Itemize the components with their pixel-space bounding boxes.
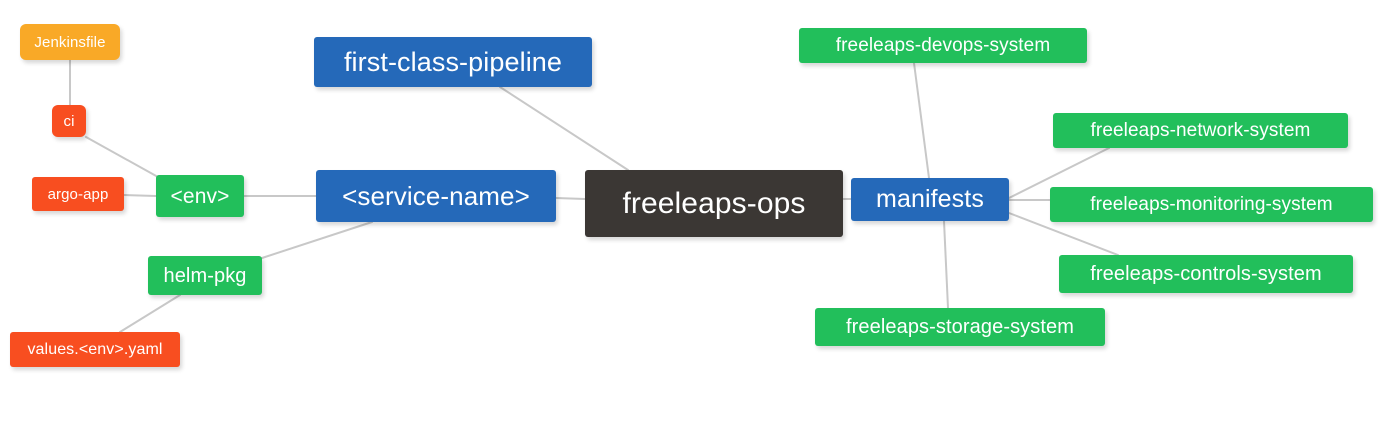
node-env[interactable]: <env> (156, 175, 244, 217)
node-freeleaps-ops[interactable]: freeleaps-ops (585, 170, 843, 237)
node-manifests[interactable]: manifests (851, 178, 1009, 221)
node-controls-system[interactable]: freeleaps-controls-system (1059, 255, 1353, 293)
node-devops-system[interactable]: freeleaps-devops-system (799, 28, 1087, 63)
node-jenkinsfile[interactable]: Jenkinsfile (20, 24, 120, 60)
node-helm-pkg[interactable]: helm-pkg (148, 256, 262, 295)
edge-helm-pkg-to-service-name (261, 221, 373, 259)
node-service-name[interactable]: <service-name> (316, 170, 556, 222)
node-monitoring-system[interactable]: freeleaps-monitoring-system (1050, 187, 1373, 222)
node-network-system[interactable]: freeleaps-network-system (1053, 113, 1348, 148)
edge-values-yaml-to-helm-pkg (119, 294, 181, 333)
edge-manifests-to-devops-system (913, 62, 930, 179)
node-values-yaml[interactable]: values.<env>.yaml (10, 332, 180, 367)
node-storage-system[interactable]: freeleaps-storage-system (815, 308, 1105, 346)
node-first-class-pipeline[interactable]: first-class-pipeline (314, 37, 592, 87)
edge-service-name-to-freeleaps-ops (555, 197, 586, 200)
edge-ci-to-env (85, 136, 159, 178)
node-ci[interactable]: ci (52, 105, 86, 137)
edge-manifests-to-storage-system (943, 220, 949, 309)
edge-argo-app-to-env (123, 194, 157, 197)
node-argo-app[interactable]: argo-app (32, 177, 124, 211)
edge-first-class-pipeline-to-freeleaps-ops (499, 86, 629, 171)
